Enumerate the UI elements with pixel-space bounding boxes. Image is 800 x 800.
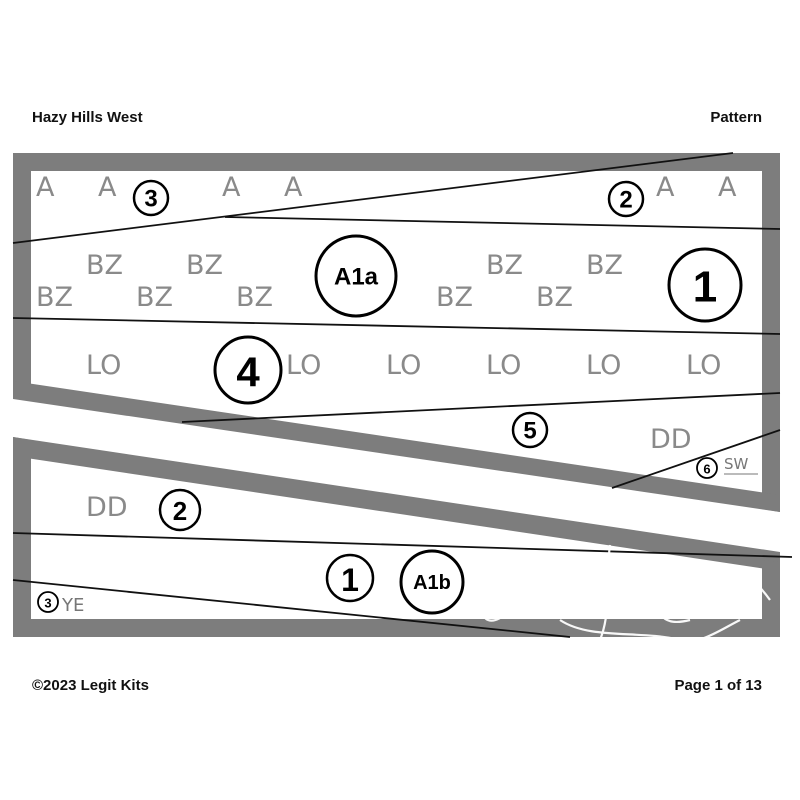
svg-text:A1b: A1b — [413, 572, 451, 594]
watermark — [480, 544, 771, 643]
fabric-label: BZ — [136, 282, 173, 313]
piece-2-marker-bottom: 2 — [158, 488, 202, 532]
fabric-label: BZ — [536, 282, 573, 313]
page-indicator: Page 1 of 13 — [674, 677, 762, 694]
seam-line — [12, 532, 793, 558]
fabric-label: BZ — [436, 282, 473, 313]
svg-text:3: 3 — [44, 596, 51, 611]
seam-line — [12, 152, 734, 244]
fabric-label: A — [284, 172, 303, 203]
svg-text:2: 2 — [619, 187, 632, 214]
seam-line — [12, 317, 781, 335]
piece-3-marker: 3 — [132, 179, 170, 217]
svg-text:2: 2 — [173, 496, 187, 526]
seam-line — [611, 429, 781, 489]
fabric-label: LO — [86, 350, 121, 381]
piece-3-fabric: YE — [61, 595, 84, 616]
fabric-label: A — [98, 172, 117, 203]
svg-text:6: 6 — [703, 462, 710, 477]
fabric-label: BZ — [236, 282, 273, 313]
piece-1-marker-bottom: 1 — [325, 553, 375, 603]
piece-1-marker: 1 — [667, 247, 743, 323]
fabric-label: BZ — [86, 250, 123, 281]
svg-text:1: 1 — [341, 562, 359, 598]
fabric-label: A — [222, 172, 241, 203]
copyright: ©2023 Legit Kits — [32, 677, 149, 694]
svg-text:3: 3 — [144, 186, 157, 213]
seam-line — [181, 392, 781, 423]
fabric-label: A — [656, 172, 675, 203]
fabric-label: LO — [286, 350, 321, 381]
fabric-band-dd: DD — [650, 424, 692, 455]
pattern-title: Hazy Hills West — [32, 109, 143, 126]
fabric-label: BZ — [486, 250, 523, 281]
fabric-label: LO — [386, 350, 421, 381]
svg-text:1: 1 — [693, 263, 717, 312]
svg-text:5: 5 — [523, 418, 536, 445]
svg-text:A1a: A1a — [334, 264, 379, 291]
fabric-band-bz: BZ BZ BZ BZ BZ BZ BZ BZ BZ — [36, 250, 623, 313]
piece-2-marker: 2 — [607, 180, 645, 218]
fabric-band-dd: DD — [86, 492, 128, 523]
fabric-label: DD — [86, 492, 128, 523]
seam-line — [12, 579, 571, 638]
top-section-frame — [13, 153, 780, 512]
fabric-label: A — [36, 172, 55, 203]
seam-line — [224, 216, 781, 230]
piece-6-marker: 6 — [696, 457, 718, 479]
fabric-label: LO — [486, 350, 521, 381]
piece-6-fabric: SW — [724, 455, 749, 473]
fabric-labels: A A A A A A BZ BZ BZ BZ BZ BZ BZ BZ BZ LO LO LO LO LO LO DD DD — [36, 172, 737, 523]
bottom-section-frame — [13, 437, 780, 637]
fabric-label: DD — [650, 424, 692, 455]
section-label-a1a: A1a — [314, 234, 398, 318]
fabric-band-lo: LO LO LO LO LO LO — [86, 350, 721, 381]
section-label: Pattern — [710, 109, 762, 126]
fabric-label: BZ — [36, 282, 73, 313]
fabric-label: BZ — [186, 250, 223, 281]
piece-5-marker: 5 — [511, 411, 549, 449]
fabric-label: A — [718, 172, 737, 203]
fabric-label: BZ — [586, 250, 623, 281]
svg-text:4: 4 — [236, 349, 260, 396]
piece-3-marker-bottom: 3 — [37, 591, 59, 613]
fabric-label: LO — [586, 350, 621, 381]
piece-4-marker: 4 — [213, 335, 283, 405]
fabric-label: LO — [686, 350, 721, 381]
section-label-a1b: A1b — [399, 549, 465, 615]
seam-lines — [12, 152, 793, 638]
